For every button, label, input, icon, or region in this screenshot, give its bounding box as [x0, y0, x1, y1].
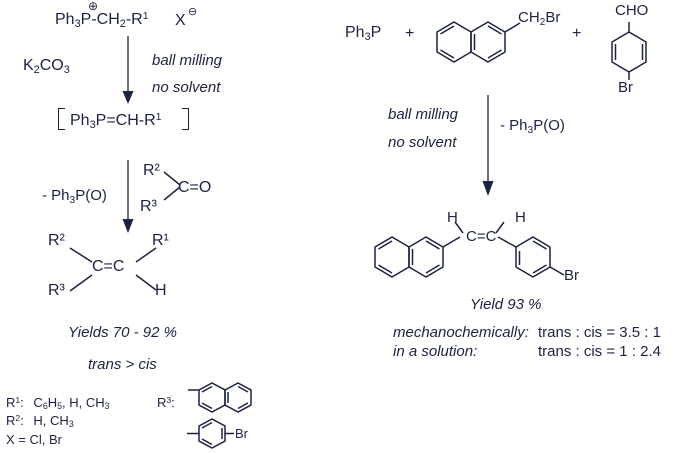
counterion-minus-charge-icon: ⊖ — [188, 6, 198, 18]
ratio-1-value: trans : cis = 3.5 : 1 — [538, 324, 661, 341]
legend-r3-label: R3: — [157, 394, 175, 410]
left-selectivity-label: trans > cis — [88, 356, 157, 373]
left-yields-label: Yields 70 - 92 % — [68, 324, 177, 341]
ph3p-formula: Ph3P — [345, 24, 382, 44]
legend-r2-label: R2: — [6, 412, 24, 428]
bromobenzaldehyde-structure — [611, 22, 647, 80]
left-arrow-2 — [122, 160, 134, 233]
legend-r1-value: C6H5, H, CH3 — [33, 395, 110, 412]
ylide-formula: Ph3P=CH-R1 — [70, 110, 162, 132]
right-condition-line-2: no solvent — [388, 134, 457, 151]
ratio-1-condition: mechanochemically: — [393, 324, 529, 341]
cho-label: CHO — [615, 2, 649, 19]
right-yield-label: Yield 93 % — [470, 296, 542, 313]
product-h-left-label: H — [447, 209, 458, 226]
legend-r2-value: H, CH3 — [33, 413, 74, 430]
product-alkene-core-label: C=C — [466, 228, 497, 245]
base-formula: K2CO3 — [23, 57, 70, 77]
right-condition-line-1: ball milling — [388, 106, 459, 123]
ch2br-label: CH2Br — [518, 9, 561, 28]
legend-r1-row: R1: C6H5, H, CH3 — [6, 394, 110, 412]
left-byproduct-label: - Ph3P(O) — [42, 187, 107, 206]
product-structure — [374, 221, 565, 278]
right-byproduct-label: - Ph3P(O) — [500, 117, 565, 136]
bromobenzaldehyde-br-label: Br — [618, 79, 633, 96]
product-br-label: Br — [564, 267, 579, 284]
left-condition-line-2: no solvent — [152, 79, 221, 96]
alkene-r1-label: R¹ — [152, 232, 169, 249]
carbonyl-bonds — [163, 171, 181, 201]
legend-naphthalene-structure — [188, 382, 252, 413]
legend-x-row: X = Cl, Br — [6, 432, 62, 447]
legend-r1-label: R1: — [6, 394, 24, 410]
alkene-r2-label: R² — [48, 232, 65, 249]
alkene-core-label: C=C — [92, 258, 125, 275]
right-plus-2: + — [572, 25, 582, 42]
counterion-label: X — [175, 13, 186, 29]
alkene-h-label: H — [155, 282, 167, 299]
carbonyl-r2-label: R² — [143, 162, 160, 179]
base-label: K2CO3 — [23, 57, 70, 77]
ratio-2-value: trans : cis = 1 : 2.4 — [538, 343, 661, 360]
right-arrow — [482, 95, 494, 196]
carbonyl-core-label: C=O — [178, 179, 212, 196]
byproduct-formula: - Ph3P(O) — [42, 187, 107, 206]
alkene-r3-label: R³ — [48, 282, 65, 299]
left-arrow-1 — [122, 36, 134, 104]
ratio-2-condition: in a solution: — [393, 343, 478, 360]
left-phosphonium-salt: Ph3P-CH2-R1 — [55, 9, 149, 31]
ylide-text: Ph3P=CH-R1 — [70, 110, 162, 132]
right-plus-1: + — [405, 25, 415, 42]
legend-r2-row: R2: H, CH3 — [6, 412, 74, 430]
phosphonium-plus-charge-icon: ⊕ — [88, 0, 99, 13]
left-condition-line-1: ball milling — [152, 52, 223, 69]
right-byproduct-formula: - Ph3P(O) — [500, 117, 565, 136]
alkene-bonds — [69, 247, 157, 292]
counterion-symbol: X — [175, 12, 186, 29]
right-reagent-triphenylphosphine: Ph3P — [345, 24, 382, 44]
carbonyl-r3-label: R³ — [140, 198, 157, 215]
phosphonium-formula: Ph3P-CH2-R1 — [55, 9, 149, 31]
legend-bromophenyl-br-label: Br — [235, 426, 248, 441]
legend-bromophenyl-structure — [187, 418, 234, 449]
ch2br-formula: CH2Br — [518, 9, 561, 28]
bromomethylnaphthalene-structure — [436, 21, 521, 63]
product-h-right-label: H — [515, 209, 526, 226]
